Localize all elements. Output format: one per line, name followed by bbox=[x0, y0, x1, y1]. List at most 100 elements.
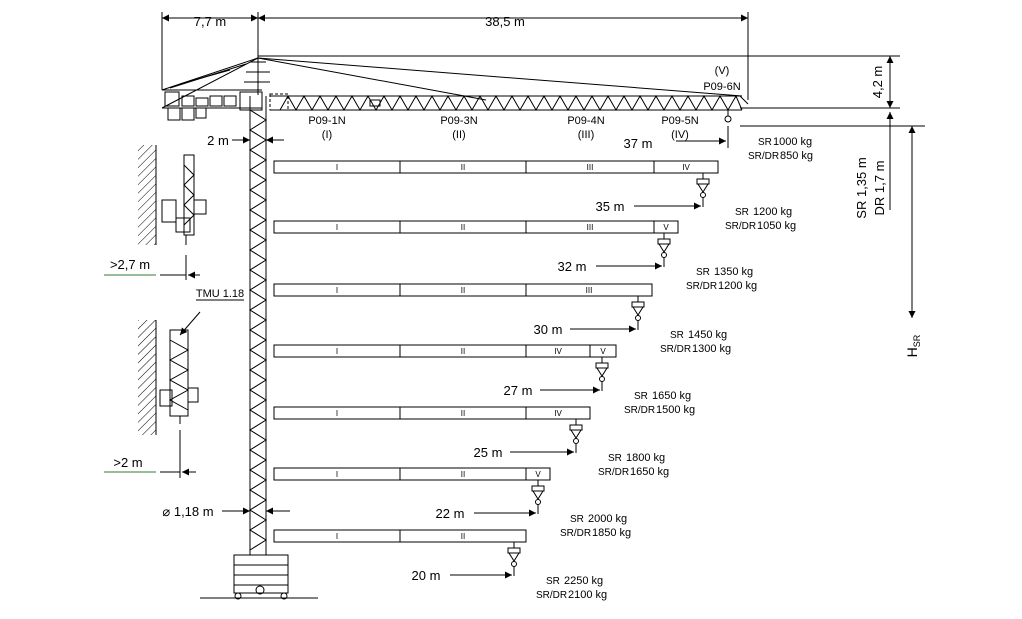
dr-unit: SR/DR bbox=[624, 405, 655, 416]
tmu-label: TMU 1.18 bbox=[196, 288, 244, 300]
jib-bar bbox=[273, 344, 617, 358]
segment-label: II bbox=[461, 470, 465, 479]
segment-label: II bbox=[461, 286, 465, 295]
segment-label: I bbox=[336, 163, 338, 172]
dr-load: 1200 kg bbox=[718, 280, 757, 292]
radius-label: 22 m bbox=[436, 506, 465, 521]
counter-jib-dim: 7,7 m bbox=[194, 14, 227, 29]
segment-label: V bbox=[535, 470, 541, 479]
svg-text:1000 kg: 1000 kg bbox=[773, 136, 812, 148]
radius-label: 30 m bbox=[534, 322, 563, 337]
segment-label: IV bbox=[554, 347, 562, 356]
top-height-dim: 4,2 m bbox=[870, 66, 885, 99]
segment-label: V bbox=[600, 347, 606, 356]
sr-unit: SR bbox=[608, 453, 622, 464]
jib-segment-labels: P09-1N (I) P09-3N (II) P09-4N (III) P09-… bbox=[308, 65, 740, 141]
dr-unit: SR/DR bbox=[686, 281, 717, 292]
jib-bar bbox=[273, 220, 679, 234]
svg-text:P09-6N: P09-6N bbox=[703, 81, 740, 93]
svg-text:(V): (V) bbox=[715, 65, 730, 77]
segment-label: I bbox=[336, 347, 338, 356]
hook-icon bbox=[531, 480, 545, 514]
sr-unit: SR bbox=[570, 514, 584, 525]
segment-label: II bbox=[461, 409, 465, 418]
hook-icon bbox=[631, 296, 645, 330]
jib-bar bbox=[273, 160, 719, 174]
sr-unit: SR bbox=[634, 391, 648, 402]
wall-dim-arrows bbox=[104, 255, 200, 478]
svg-text:(II): (II) bbox=[452, 129, 465, 141]
hook-sr-dim: SR 1,35 m bbox=[854, 157, 869, 218]
dr-load: 1300 kg bbox=[692, 343, 731, 355]
hook-icon bbox=[569, 419, 583, 453]
dr-unit: SR/DR bbox=[660, 344, 691, 355]
sr-load: 1800 kg bbox=[626, 452, 665, 464]
dr-unit: SR/DR bbox=[560, 528, 591, 539]
svg-text:37 m: 37 m bbox=[624, 136, 653, 151]
segment-label: V bbox=[663, 223, 669, 232]
sr-load: 2000 kg bbox=[588, 513, 627, 525]
hook-icon bbox=[507, 542, 521, 576]
sr-unit: SR bbox=[696, 267, 710, 278]
jib-bar bbox=[273, 467, 551, 481]
dr-unit: SR/DR bbox=[598, 467, 629, 478]
sr-load: 1350 kg bbox=[714, 266, 753, 278]
hsr-dim: HSR bbox=[904, 334, 922, 357]
segment-label: I bbox=[336, 470, 338, 479]
top-dimensions bbox=[161, 12, 925, 318]
mast-section-label: ⌀ 1,18 m bbox=[162, 504, 213, 519]
wall-details bbox=[138, 145, 207, 435]
radius-label: 32 m bbox=[558, 259, 587, 274]
sr-load: 1450 kg bbox=[688, 329, 727, 341]
radius-label: 27 m bbox=[504, 383, 533, 398]
sr-load: 1650 kg bbox=[652, 390, 691, 402]
hook-icon bbox=[696, 173, 710, 207]
radius-label: 20 m bbox=[412, 568, 441, 583]
jib-bar bbox=[273, 406, 591, 420]
segment-label: II bbox=[461, 223, 465, 232]
wall-top-dim: >2,7 m bbox=[110, 257, 150, 272]
svg-text:SR: SR bbox=[758, 137, 772, 148]
dr-unit: SR/DR bbox=[536, 590, 567, 601]
segment-label: II bbox=[461, 532, 465, 541]
segment-label: III bbox=[587, 163, 594, 172]
segment-label: I bbox=[336, 286, 338, 295]
segment-label: IV bbox=[682, 163, 690, 172]
sr-unit: SR bbox=[546, 576, 560, 587]
dr-load: 1650 kg bbox=[630, 466, 669, 478]
top-load: 37 m SR 1000 kg SR/DR 850 kg bbox=[624, 126, 813, 162]
hook-icon bbox=[657, 233, 671, 267]
sr-unit: SR bbox=[670, 330, 684, 341]
svg-text:SR/DR: SR/DR bbox=[748, 151, 779, 162]
dr-load: 1500 kg bbox=[656, 404, 695, 416]
segment-label: II bbox=[461, 347, 465, 356]
radius-label: 25 m bbox=[474, 445, 503, 460]
main-jib bbox=[257, 57, 749, 123]
jib-dim: 38,5 m bbox=[485, 14, 525, 29]
dr-load: 1050 kg bbox=[757, 220, 796, 232]
counter-jib bbox=[161, 57, 289, 121]
segment-label: III bbox=[587, 223, 594, 232]
tower-mast bbox=[200, 96, 318, 600]
hook-dr-dim: DR 1,7 m bbox=[872, 161, 887, 216]
wall-bottom-dim: >2 m bbox=[113, 455, 142, 470]
segment-label: I bbox=[336, 409, 338, 418]
segment-label: IV bbox=[554, 409, 562, 418]
segment-label: I bbox=[336, 223, 338, 232]
svg-text:P09-3N: P09-3N bbox=[440, 115, 477, 127]
sr-unit: SR bbox=[735, 207, 749, 218]
svg-text:HSR: HSR bbox=[904, 334, 922, 357]
hook-icon bbox=[595, 357, 609, 391]
dr-load: 1850 kg bbox=[592, 527, 631, 539]
dr-load: 2100 kg bbox=[568, 589, 607, 601]
svg-text:(I): (I) bbox=[322, 129, 332, 141]
inner-offset-dim: 2 m bbox=[207, 133, 229, 148]
